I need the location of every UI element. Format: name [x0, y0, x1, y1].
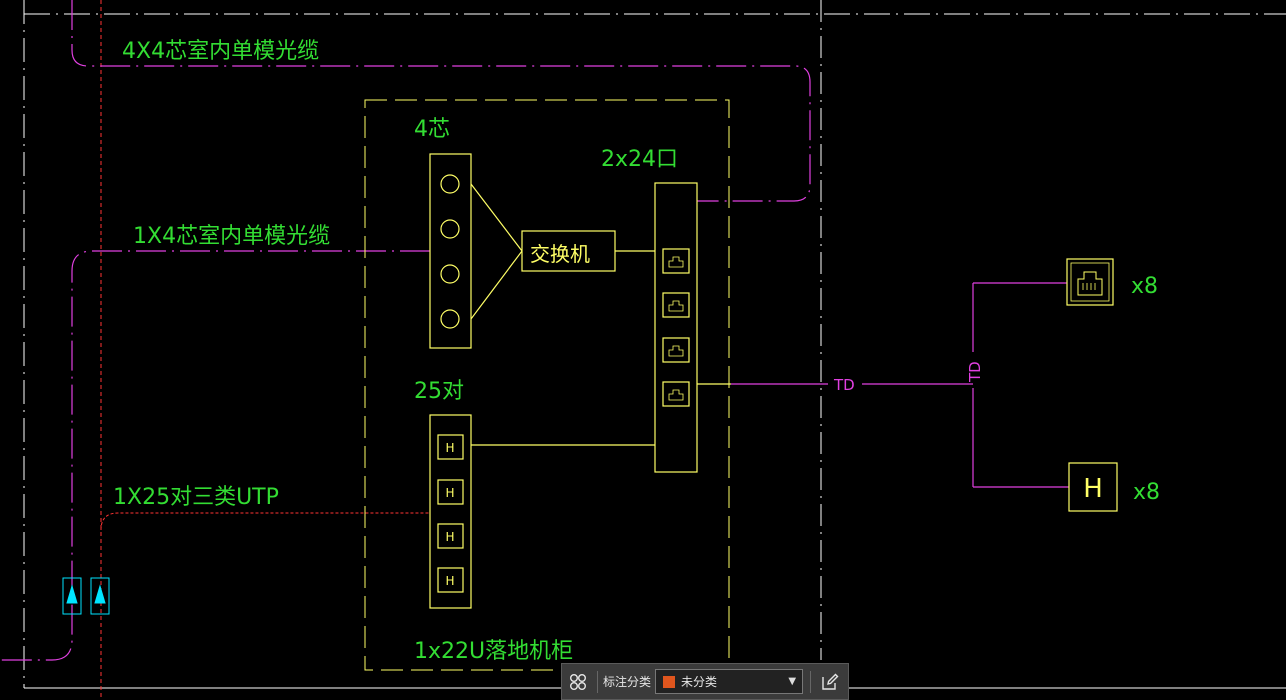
rj45-port-3 [662, 337, 690, 363]
utp-lines [100, 0, 430, 700]
equipment [429, 153, 1118, 609]
label-utp-1x25[interactable]: 1X25对三类UTP [113, 485, 279, 510]
grid-icon[interactable] [562, 664, 594, 699]
phone-outlet-icon[interactable] [1068, 462, 1118, 512]
annotation-category-select[interactable]: 未分类 ▼ [655, 669, 804, 694]
label-td-vertical[interactable]: TD [966, 361, 984, 383]
fiber-panel-4-core[interactable] [429, 153, 472, 349]
phone-outlet-label: H [1083, 474, 1103, 504]
category-color-swatch [662, 674, 677, 689]
voice-port-3-label: H [445, 530, 454, 544]
fiber-port-3 [440, 264, 460, 284]
label-pairs-25[interactable]: 25对 [414, 379, 464, 404]
arrow-up-icon [94, 584, 106, 604]
rj45-port-4 [662, 381, 690, 407]
patch-line-1 [470, 183, 523, 252]
label-count-rj45[interactable]: x8 [1131, 274, 1158, 299]
riser-marker-1[interactable] [62, 577, 82, 615]
voice-panel-25-pair[interactable] [429, 414, 472, 609]
fiber-port-4 [440, 309, 460, 329]
patch-line-2 [470, 250, 523, 320]
voice-port-1-label: H [445, 441, 454, 455]
rj45-port-2 [662, 292, 690, 318]
fiber-4x4-route [71, 0, 811, 202]
annotation-toolbar: 标注分类 未分类 ▼ [561, 663, 849, 700]
voice-port-2-label: H [445, 486, 454, 500]
voice-port-4 [437, 567, 464, 593]
label-cabinet[interactable]: 1x22U落地机柜 [414, 639, 573, 664]
fiber-lines [0, 0, 1069, 661]
voice-port-4-label: H [445, 574, 454, 588]
voice-port-3 [437, 523, 464, 549]
label-count-phone[interactable]: x8 [1133, 480, 1160, 505]
label-ports-2x24[interactable]: 2x24口 [601, 147, 678, 172]
label-fiber-1x4[interactable]: 1X4芯室内单模光缆 [133, 224, 330, 249]
voice-port-2 [437, 479, 464, 505]
rj45-port-1 [662, 248, 690, 274]
arrow-up-icon [66, 584, 78, 604]
rj45-outlet-icon[interactable] [1066, 258, 1114, 306]
annotation-category-value: 未分类 [681, 675, 718, 689]
fiber-1x4-route [0, 250, 430, 661]
riser-markers [62, 577, 110, 615]
fiber-port-2 [440, 219, 460, 239]
voice-port-1 [437, 434, 464, 460]
annotation-category-label: 标注分类 [603, 675, 652, 689]
utp-horizontal-line [100, 512, 430, 531]
label-switch[interactable]: 交换机 [530, 242, 590, 266]
patch-panel-2x24[interactable] [654, 182, 698, 473]
label-td-horizontal[interactable]: TD [833, 376, 855, 394]
label-cores-4[interactable]: 4芯 [414, 117, 450, 142]
chevron-down-icon[interactable]: ▼ [788, 676, 797, 687]
edit-icon[interactable] [814, 664, 846, 699]
toolbar-separator [810, 670, 812, 693]
toolbar-separator [597, 670, 598, 693]
label-fiber-4x4[interactable]: 4X4芯室内单模光缆 [122, 39, 319, 64]
riser-marker-2[interactable] [90, 577, 110, 615]
fiber-port-1 [440, 174, 460, 194]
